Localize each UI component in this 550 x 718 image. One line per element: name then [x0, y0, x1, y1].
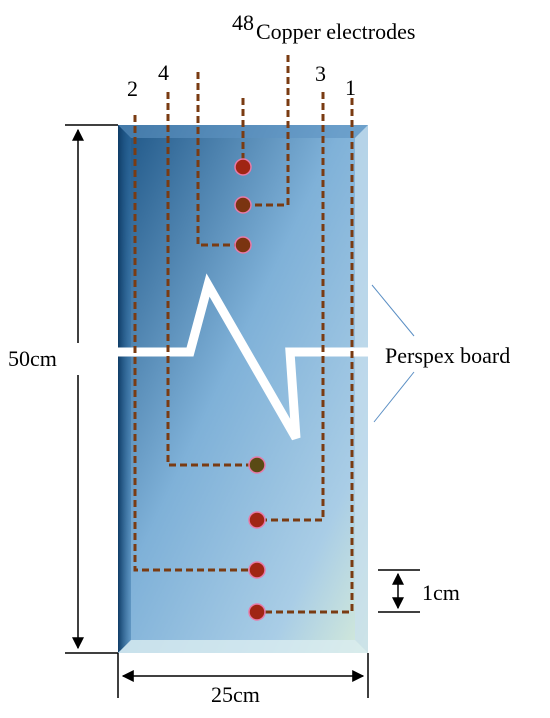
- electrode-47: [234, 196, 252, 214]
- wire-2: [133, 115, 257, 572]
- electrode-1: [248, 603, 266, 621]
- wires: [133, 55, 354, 614]
- width-dimension: 25cm: [117, 653, 369, 707]
- board-bevel-left: [118, 125, 131, 653]
- electrode-number-3: 3: [315, 61, 326, 86]
- wire-4: [166, 92, 257, 467]
- width-label: 25cm: [211, 682, 260, 707]
- board-break-mark: [110, 273, 378, 441]
- electrode-number-2: 2: [127, 76, 138, 101]
- electrode-3: [248, 511, 266, 529]
- electrode-4: [248, 456, 266, 474]
- copper-electrodes: [234, 158, 266, 621]
- electrode-48: [234, 158, 252, 176]
- perspex-leader-top: [371, 284, 415, 337]
- wire-1: [257, 98, 354, 614]
- electrode-number-4: 4: [158, 60, 169, 85]
- electrode-46: [234, 236, 252, 254]
- spacing-label: 1cm: [422, 580, 460, 605]
- electrode-numbers: 48 4 2 3 1: [127, 10, 356, 101]
- wire-top-3: [196, 72, 243, 247]
- board-bevel-right: [355, 125, 368, 653]
- electrode-2: [248, 561, 266, 579]
- electrode-number-1: 1: [345, 75, 356, 100]
- copper-electrodes-label: Copper electrodes: [256, 19, 415, 44]
- perspex-leader-bottom: [373, 371, 415, 423]
- electrode-number-48: 48: [232, 10, 254, 35]
- board-bevel-bottom: [118, 640, 368, 653]
- perspex-board-label: Perspex board: [385, 343, 510, 368]
- height-dimension: 50cm: [8, 124, 118, 654]
- wire-top-2: [243, 55, 290, 207]
- spacing-dimension: 1cm: [378, 569, 460, 613]
- height-label: 50cm: [8, 346, 57, 371]
